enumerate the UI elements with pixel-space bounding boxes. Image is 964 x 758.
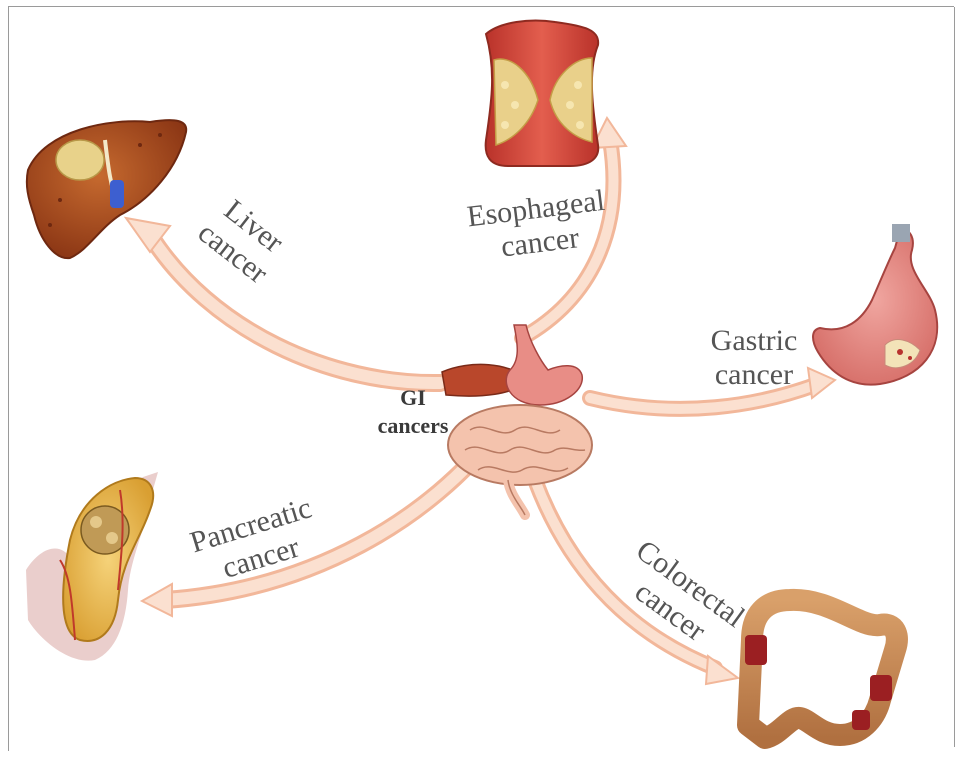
gi-tract-illustration (442, 325, 592, 515)
label-gastric-cancer: Gastric cancer (695, 324, 813, 392)
stomach-illustration (813, 224, 937, 385)
center-label-line2: cancers (368, 412, 458, 440)
pancreas-illustration (26, 472, 158, 661)
center-label-line1: GI (368, 384, 458, 412)
esophagus-illustration (486, 21, 599, 167)
colon-illustration (745, 600, 897, 738)
center-label: GI cancers (368, 384, 458, 440)
label-gastric-line1: Gastric (695, 324, 813, 358)
label-gastric-line2: cancer (695, 358, 813, 392)
